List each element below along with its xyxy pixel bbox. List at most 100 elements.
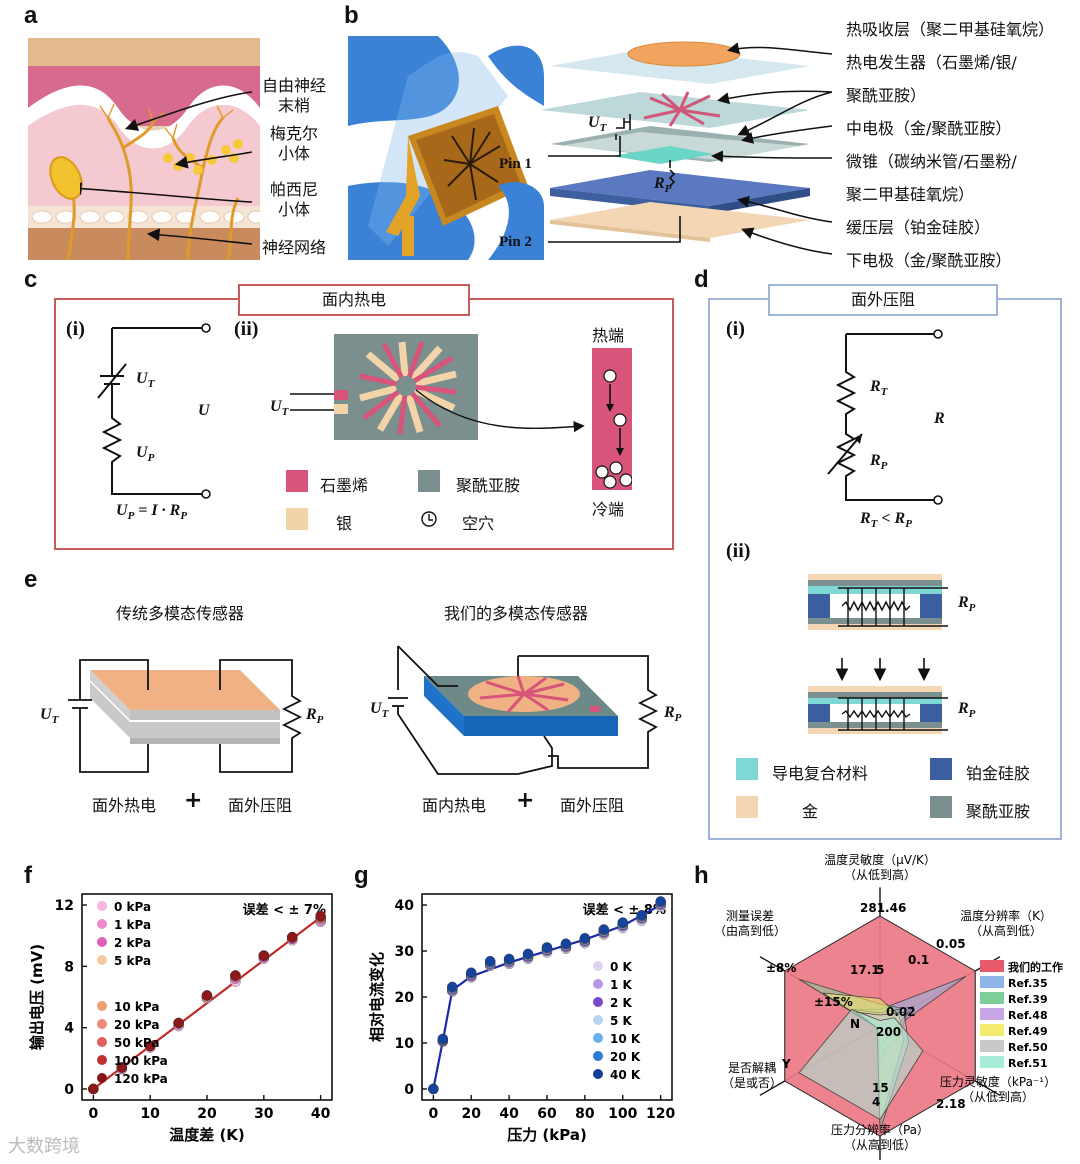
label-merkel-cell: 梅克尔 小体 (269, 124, 318, 163)
radar-legend-swatch (980, 1008, 1004, 1020)
radar-value-label: 17.1 (850, 963, 880, 977)
data-point (315, 910, 326, 921)
legend-label: 100 kPa (114, 1054, 168, 1068)
legend-marker (97, 1055, 107, 1065)
data-point (579, 932, 591, 944)
data-point (144, 1040, 156, 1052)
radar-value-label: N (850, 1017, 860, 1031)
radar-axis-direction: （从低到高） (844, 867, 916, 882)
legend-gold: 金 (802, 802, 819, 821)
radar-axis-direction: （由高到低） (714, 923, 786, 938)
radar-axis-title: 压力分辨率（Pa） (831, 1122, 929, 1137)
y-tick-label: 30 (395, 944, 415, 960)
radar-axis-title: 测量误差 (726, 909, 774, 923)
y-tick-label: 20 (395, 990, 415, 1006)
y-tick-label: 10 (395, 1036, 415, 1052)
data-point (428, 1083, 439, 1095)
panel-d-title: 面外压阻 (768, 284, 998, 316)
radar-value-label: 5 (876, 963, 884, 977)
e-right-caption-a: 面内热电 (422, 796, 487, 815)
y-axis-label: 输出电压 (mV) (28, 944, 46, 1050)
legend-label: 0 kPa (114, 900, 151, 914)
radar-axis-direction: （从高到低） (844, 1137, 916, 1152)
x-tick-label: 120 (646, 1106, 675, 1122)
layer-label-mid-electrode: 中电极（金/聚酰亚胺） (846, 119, 1012, 138)
x-tick-label: 30 (254, 1106, 274, 1122)
e-rp-left: RP (306, 706, 324, 727)
e-left-caption-b: 面外压阻 (228, 796, 293, 815)
data-point (88, 1083, 99, 1095)
pin1-label: Pin 1 (499, 156, 532, 172)
layer-label-buffer: 缓压层（铂金硅胶） (846, 218, 991, 237)
c-ut-label-2: UT (270, 398, 289, 419)
e-left-title: 传统多模态传感器 (116, 604, 245, 623)
layer-label-microcone: 微锥（碳纳米管/石墨粉/ (846, 152, 1017, 171)
d-r-label: R (934, 410, 945, 427)
radar-axis-title: 温度分辨率（K） (960, 908, 1052, 923)
legend-marker (97, 1037, 107, 1047)
radar-value-label: 15 (872, 1081, 889, 1095)
d-rt-label: RT (870, 378, 888, 399)
radar-axis-arrow (759, 1080, 786, 1096)
c-sub-ii: (ii) (234, 318, 259, 340)
c-up-label: UP (136, 444, 155, 465)
legend-conductive: 导电复合材料 (772, 764, 869, 783)
radar-axis-title: 压力灵敏度（kPa⁻¹） (940, 1074, 1056, 1089)
radar-legend-swatch (980, 976, 1004, 988)
legend-platinum-silicone: 铂金硅胶 (966, 764, 1031, 783)
radar-legend-label: Ref.49 (1008, 1025, 1048, 1038)
radar-axis-direction: （从高到低） (970, 923, 1042, 938)
radar-value-label: ±8% (766, 961, 796, 975)
radar-value-label: Y (781, 1057, 791, 1071)
legend-marker (97, 919, 107, 929)
radar-legend-swatch (980, 960, 1004, 972)
panel-letter-h: h (694, 862, 709, 889)
layer-label-absorber: 热吸收层（聚二甲基硅氧烷） (846, 20, 1055, 39)
panel-letter-e: e (24, 566, 38, 593)
d-circuit (827, 329, 943, 505)
radar-legend-label: Ref.51 (1008, 1057, 1048, 1070)
legend-polyimide: 聚酰亚胺 (456, 476, 521, 495)
radar-value-label: 281.46 (860, 901, 906, 915)
legend-marker (97, 955, 107, 965)
c-formula: UP = I · RP (116, 502, 188, 523)
legend-swatch-silver (286, 508, 308, 530)
legend-swatch-gold (736, 796, 758, 818)
x-axis-label: 压力 (kPa) (507, 1126, 587, 1144)
radar-axis-arrow (974, 1080, 1001, 1096)
exploded-layer-stack (540, 41, 833, 255)
c-teg-illustration (290, 334, 585, 440)
chart-h-radar: 温度灵敏度（μV/K）（从低到高）温度分辨率（K）（从高到低）压力灵敏度（kPa… (714, 852, 1063, 1160)
d-rp-label-2: RP (958, 594, 976, 615)
panel-letter-a: a (24, 2, 38, 29)
d-sub-i: (i) (726, 318, 745, 340)
y-tick-label: 0 (64, 1082, 74, 1098)
legend-silver: 银 (336, 514, 353, 533)
radar-value-label: 0.02 (886, 1005, 916, 1019)
radar-value-label: ±15% (814, 995, 853, 1009)
y-axis-label: 相对电流变化 (368, 952, 386, 1042)
y-tick-label: 40 (395, 898, 415, 914)
data-point (541, 942, 553, 953)
radar-value-label: 2.18 (936, 1097, 966, 1111)
layer-label-microcone-cont: 聚二甲基硅氧烷） (846, 185, 975, 204)
c-sub-i: (i) (66, 318, 85, 340)
radar-legend-swatch (980, 992, 1004, 1004)
panel-letter-g: g (354, 862, 369, 889)
radar-center-label: 200 (876, 1025, 901, 1039)
legend-marker (593, 1015, 603, 1025)
legend-label: 10 K (610, 1032, 641, 1046)
data-point (230, 970, 241, 981)
data-point (201, 990, 213, 1001)
label-free-nerve-endings: 自由神经 末梢 (261, 76, 326, 115)
legend-label: 1 kPa (114, 918, 151, 932)
legend-label: 20 kPa (114, 1018, 159, 1032)
d-sub-ii: (ii) (726, 540, 751, 562)
radar-axis-title: 是否解耦 (728, 1061, 776, 1075)
our-sensor-illustration (388, 645, 659, 775)
device-photo (348, 36, 544, 260)
legend-label: 2 kPa (114, 936, 151, 950)
e-ut-left: UT (40, 706, 59, 727)
data-point (503, 953, 515, 965)
legend-marker (593, 979, 603, 989)
